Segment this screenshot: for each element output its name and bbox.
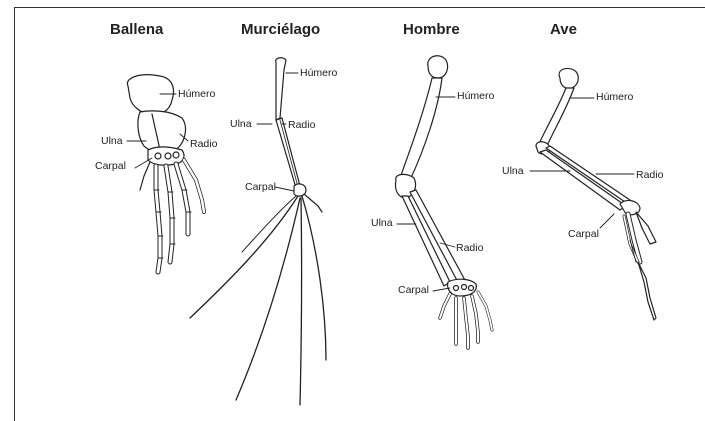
human-label-ulna: Ulna xyxy=(371,217,393,229)
whale-flipper xyxy=(127,75,204,272)
bird-label-radius: Radio xyxy=(636,169,663,181)
bat-label-ulna: Ulna xyxy=(230,118,252,130)
whale-label-carpal: Carpal xyxy=(95,160,126,172)
bat-label-radius: Radio xyxy=(288,119,315,131)
bat-label-humerus: Húmero xyxy=(300,67,337,79)
whale-label-radius: Radio xyxy=(190,138,217,150)
bird-label-carpal: Carpal xyxy=(568,228,599,240)
bird-label-ulna: Ulna xyxy=(502,165,524,177)
human-label-carpal: Carpal xyxy=(398,284,429,296)
human-label-radius: Radio xyxy=(456,242,483,254)
human-label-humerus: Húmero xyxy=(457,90,494,102)
bird-label-humerus: Húmero xyxy=(596,91,633,103)
whale-label-ulna: Ulna xyxy=(101,135,123,147)
bird-wing xyxy=(536,68,656,320)
whale-label-humerus: Húmero xyxy=(178,88,215,100)
bat-label-carpal: Carpal xyxy=(245,181,276,193)
bat-wing xyxy=(190,58,326,405)
